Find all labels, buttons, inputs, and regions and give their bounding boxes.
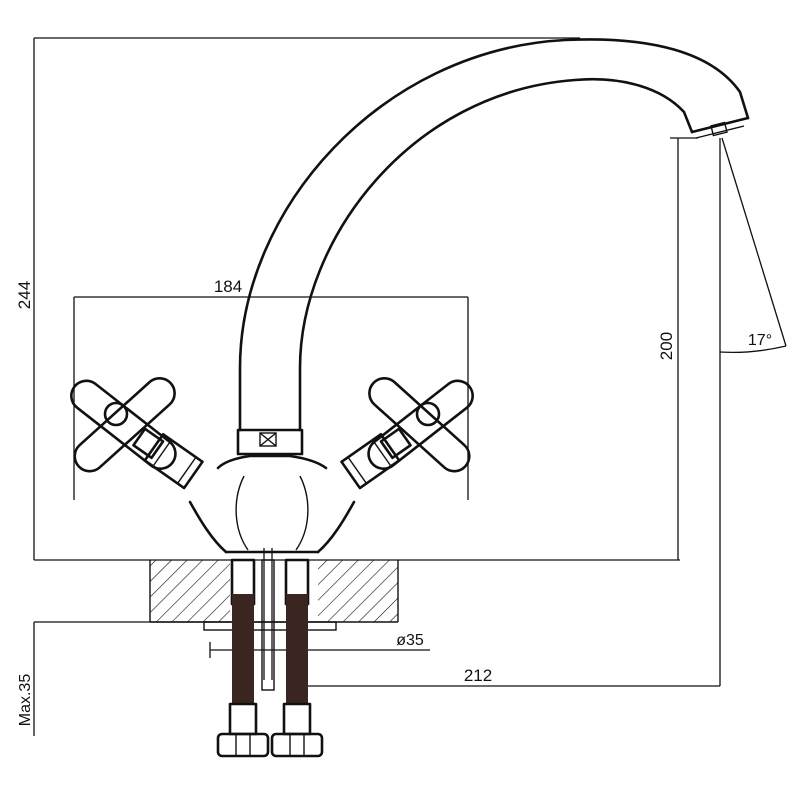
left-valve-handle [70,376,204,490]
dim-spout-height: 200 [657,332,676,360]
right-valve-handle [340,376,474,490]
dim-max-thickness: Max.35 [17,674,34,727]
dim-handle-span: 184 [214,277,242,296]
dim-hole-diameter: ø35 [396,632,424,649]
dimension-lines [33,37,787,736]
supply-hoses [216,558,324,758]
faucet-body [188,454,356,554]
countertop-section [149,560,399,631]
dim-total-height: 244 [15,281,34,309]
dim-spout-reach: 212 [464,666,492,685]
spout [236,38,750,456]
dim-spout-angle: 17° [748,332,772,349]
